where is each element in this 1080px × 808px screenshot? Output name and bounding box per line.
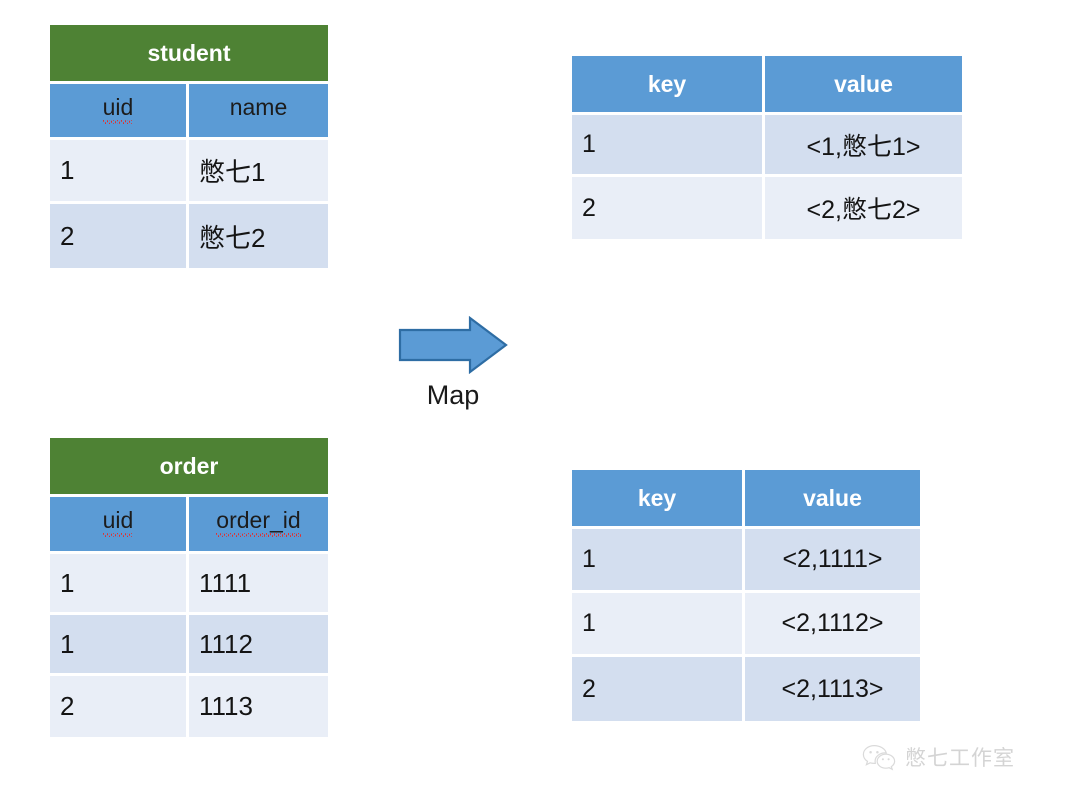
- map-output-order-cell-key: 2: [572, 657, 745, 721]
- table-row: 2 憋七2: [50, 204, 328, 268]
- order-table: order uid order_id 1 1111 1 1112 2 1113: [50, 438, 328, 737]
- table-row: 2 1113: [50, 676, 328, 737]
- order-cell-orderid: 1112: [189, 615, 328, 673]
- student-header-name: name: [189, 84, 328, 137]
- order-cell-orderid: 1111: [189, 554, 328, 612]
- table-row: 1 1112: [50, 615, 328, 676]
- wechat-icon: [862, 744, 896, 771]
- map-output-order-header-value: value: [745, 470, 920, 526]
- map-output-student-header-value: value: [765, 56, 962, 112]
- table-row: 2 <2,1113>: [572, 657, 920, 721]
- student-header-uid-label: uid: [102, 94, 134, 120]
- map-output-order-header-key: key: [572, 470, 745, 526]
- table-row: 1 1111: [50, 554, 328, 615]
- order-header-uid: uid: [50, 497, 189, 551]
- order-header-orderid: order_id: [189, 497, 328, 551]
- map-output-student-header-key: key: [572, 56, 765, 112]
- student-cell-uid: 1: [50, 140, 189, 201]
- student-cell-uid: 2: [50, 204, 189, 268]
- order-cell-uid: 2: [50, 676, 189, 737]
- order-table-header-row: uid order_id: [50, 497, 328, 554]
- map-output-student-cell-key: 1: [572, 115, 765, 174]
- table-row: 2 <2,憋七2>: [572, 177, 962, 239]
- student-header-name-label: name: [229, 94, 288, 120]
- table-row: 1 <1,憋七1>: [572, 115, 962, 177]
- map-output-order-cell-key: 1: [572, 529, 745, 590]
- map-output-order-cell-value: <2,1113>: [745, 657, 920, 721]
- order-header-uid-label: uid: [102, 507, 134, 533]
- table-row: 1 憋七1: [50, 140, 328, 204]
- table-row: 1 <2,1111>: [572, 529, 920, 593]
- order-table-title: order: [50, 438, 328, 497]
- order-cell-uid: 1: [50, 554, 189, 612]
- student-cell-name: 憋七1: [189, 140, 328, 201]
- student-cell-name: 憋七2: [189, 204, 328, 268]
- map-output-order-table: key value 1 <2,1111> 1 <2,1112> 2 <2,111…: [572, 470, 920, 721]
- student-table-header-row: uid name: [50, 84, 328, 140]
- student-header-uid: uid: [50, 84, 189, 137]
- map-output-student-cell-value: <1,憋七1>: [765, 115, 962, 174]
- map-output-order-cell-value: <2,1111>: [745, 529, 920, 590]
- order-cell-orderid: 1113: [189, 676, 328, 737]
- order-cell-uid: 1: [50, 615, 189, 673]
- map-output-student-cell-value: <2,憋七2>: [765, 177, 962, 239]
- map-output-order-cell-value: <2,1112>: [745, 593, 920, 654]
- map-output-order-header-row: key value: [572, 470, 920, 529]
- order-header-orderid-label: order_id: [216, 507, 301, 533]
- map-output-student-cell-key: 2: [572, 177, 765, 239]
- map-output-student-header-row: key value: [572, 56, 962, 115]
- watermark: 憋七工作室: [862, 742, 1015, 772]
- student-table-title: student: [50, 25, 328, 84]
- watermark-text: 憋七工作室: [905, 746, 1015, 770]
- map-output-student-table: key value 1 <1,憋七1> 2 <2,憋七2>: [572, 56, 962, 239]
- right-arrow-icon: [398, 316, 508, 374]
- map-output-order-cell-key: 1: [572, 593, 745, 654]
- table-row: 1 <2,1112>: [572, 593, 920, 657]
- map-arrow-label: Map: [426, 380, 480, 410]
- student-table: student uid name 1 憋七1 2 憋七2: [50, 25, 328, 268]
